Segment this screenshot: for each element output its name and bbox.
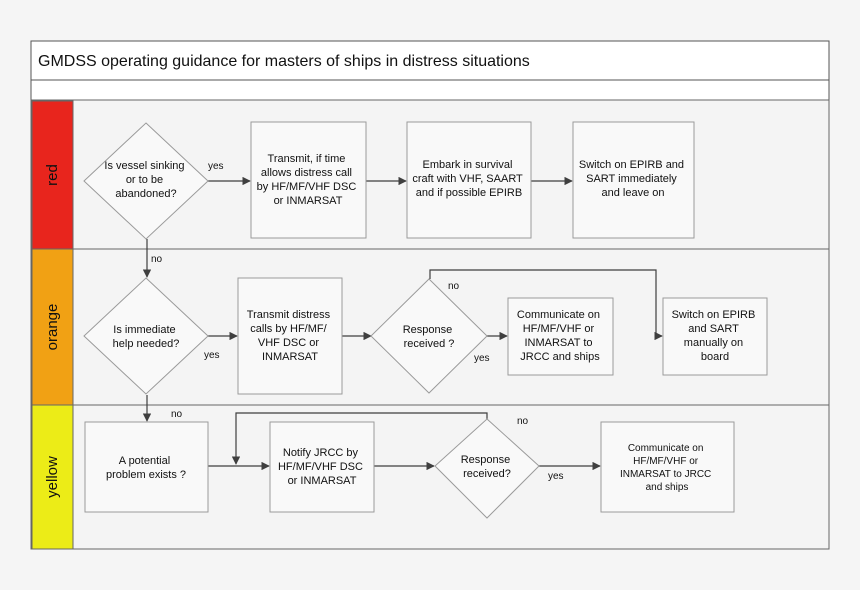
- box-communicate-jrcc-orange-line4: JRCC and ships: [520, 351, 600, 363]
- label-response-orange-yes: yes: [474, 353, 490, 364]
- svg-text:Communicate on HF/MF/VHF: Communicate on HF/MF/VHF or INMARSAT to …: [517, 309, 603, 363]
- box-transmit-distress-calls-line3: VHF DSC or: [258, 337, 319, 349]
- decision-response-received-yellow-line1: Response: [461, 454, 511, 466]
- box-switch-on-epirb-leave-line2: SART immediately: [586, 173, 677, 185]
- decision-vessel-sinking-line2: or to be: [126, 174, 163, 186]
- lane-yellow-label: yellow: [44, 456, 61, 498]
- box-transmit-distress-calls: Transmit distress calls by HF/MF/ VHF DS…: [237, 277, 343, 395]
- box-communicate-jrcc-orange: Communicate on HF/MF/VHF or INMARSAT to …: [507, 297, 614, 376]
- box-embark-survival-craft-line3: and if possible EPIRB: [416, 187, 522, 199]
- decision-response-received-yellow: Response received?: [434, 418, 540, 519]
- box-communicate-jrcc-yellow-line1: Communicate on: [628, 443, 704, 454]
- box-communicate-jrcc-yellow-line2: HF/MF/VHF or: [633, 456, 699, 467]
- box-communicate-jrcc-yellow-line4: and ships: [646, 482, 689, 493]
- box-switch-on-epirb-manual-line4: board: [701, 351, 729, 363]
- box-transmit-distress-call: Transmit, if time allows distress call b…: [250, 121, 367, 239]
- box-notify-jrcc: Notify JRCC by HF/MF/VHF DSC or INMARSAT: [269, 421, 375, 513]
- box-embark-survival-craft-line1: Embark in survival: [423, 159, 513, 171]
- decision-response-received-orange-line1: Response: [403, 324, 453, 336]
- svg-text:Switch on EPIRB and SART: Switch on EPIRB and SART manually on boa…: [672, 309, 759, 363]
- decision-immediate-help-line2: help needed?: [113, 338, 180, 350]
- box-embark-survival-craft: Embark in survival craft with VHF, SAART…: [406, 121, 532, 239]
- lane-orange-label: orange: [44, 304, 61, 351]
- box-switch-on-epirb-leave: Switch on EPIRB and SART immediately and…: [572, 121, 695, 239]
- label-response-yellow-no: no: [517, 416, 529, 427]
- box-switch-on-epirb-leave-line3: and leave on: [602, 187, 665, 199]
- svg-text:Response received?: Response received?: [461, 454, 514, 480]
- decision-response-received-yellow-line2: received?: [463, 468, 511, 480]
- box-notify-jrcc-line1: Notify JRCC by: [283, 447, 359, 459]
- lane-yellow-header: [31, 404, 74, 550]
- decision-vessel-sinking-line1: Is vessel sinking: [104, 160, 184, 172]
- box-communicate-jrcc-yellow: Communicate on HF/MF/VHF or INMARSAT to …: [600, 421, 735, 513]
- box-notify-jrcc-line2: HF/MF/VHF DSC: [278, 461, 363, 473]
- decision-response-received-orange-line2: received ?: [404, 338, 455, 350]
- svg-text:A potential problem exis: A potential problem exists ?: [106, 455, 186, 481]
- title-bar: [30, 40, 830, 81]
- box-notify-jrcc-line3: or INMARSAT: [288, 475, 357, 487]
- svg-text:Embark in survival craft: Embark in survival craft with VHF, SAART…: [412, 159, 525, 199]
- lane-red-label: red: [44, 164, 61, 186]
- diagram-title: GMDSS operating guidance for masters of …: [38, 53, 530, 70]
- box-switch-on-epirb-manual: Switch on EPIRB and SART manually on boa…: [662, 297, 768, 376]
- box-potential-problem-line1: A potential: [119, 455, 170, 467]
- box-switch-on-epirb-manual-line1: Switch on EPIRB: [672, 309, 756, 321]
- box-communicate-jrcc-yellow-line3: INMARSAT to JRCC: [620, 469, 711, 480]
- box-transmit-distress-call-line1: Transmit, if time: [268, 153, 346, 165]
- box-embark-survival-craft-line2: craft with VHF, SAART: [412, 173, 523, 185]
- label-response-yellow-yes: yes: [548, 471, 564, 482]
- svg-text:Communicate on HF/MF/VHF: Communicate on HF/MF/VHF or INMARSAT to …: [620, 443, 714, 493]
- header-spacer: [30, 79, 830, 101]
- label-response-orange-no: no: [448, 281, 460, 292]
- decision-response-received-orange: Response received ?: [370, 278, 488, 394]
- box-switch-on-epirb-manual-line3: manually on: [684, 337, 743, 349]
- box-communicate-jrcc-orange-line2: HF/MF/VHF or: [523, 323, 595, 335]
- box-transmit-distress-calls-line4: INMARSAT: [262, 351, 318, 363]
- decision-immediate-help-line1: Is immediate: [113, 324, 175, 336]
- box-transmit-distress-call-line4: or INMARSAT: [274, 195, 343, 207]
- svg-text:Is immediate help needed: Is immediate help needed?: [113, 324, 180, 350]
- box-communicate-jrcc-orange-line1: Communicate on: [517, 309, 600, 321]
- svg-text:Switch on EPIRB and SART: Switch on EPIRB and SART immediately and…: [579, 159, 687, 199]
- svg-text:Transmit distress calls: Transmit distress calls by HF/MF/ VHF DS…: [247, 309, 333, 363]
- box-transmit-distress-call-line2: allows distress call: [261, 167, 352, 179]
- box-switch-on-epirb-manual-line2: and SART: [688, 323, 739, 335]
- svg-text:Is vessel sinking or to: Is vessel sinking or to be abandoned?: [104, 160, 187, 200]
- svg-text:Response received ?: Response received ?: [403, 324, 456, 350]
- decision-vessel-sinking-line3: abandoned?: [115, 188, 176, 200]
- label-help-no: no: [171, 409, 183, 420]
- decision-immediate-help: Is immediate help needed?: [83, 277, 209, 395]
- box-potential-problem: A potential problem exists ?: [84, 421, 209, 513]
- box-transmit-distress-call-line3: by HF/MF/VHF DSC: [257, 181, 357, 193]
- box-transmit-distress-calls-line2: calls by HF/MF/: [250, 323, 327, 335]
- lane-red-header: [31, 100, 74, 250]
- svg-text:Notify JRCC by HF/MF/VHF: Notify JRCC by HF/MF/VHF DSC or INMARSAT: [278, 447, 366, 487]
- box-communicate-jrcc-orange-line3: INMARSAT to: [524, 337, 592, 349]
- edge-response-no-loop: [231, 412, 488, 465]
- svg-text:Transmit, if time allows: Transmit, if time allows distress call b…: [257, 153, 360, 207]
- box-potential-problem-line2: problem exists ?: [106, 469, 186, 481]
- box-transmit-distress-calls-line1: Transmit distress: [247, 309, 331, 321]
- label-help-yes: yes: [204, 350, 220, 361]
- edge-response-no-to-switch: [429, 269, 663, 341]
- label-sinking-yes: yes: [208, 161, 224, 172]
- label-sinking-no: no: [151, 254, 163, 265]
- box-switch-on-epirb-leave-line1: Switch on EPIRB and: [579, 159, 684, 171]
- decision-vessel-sinking: Is vessel sinking or to be abandoned?: [83, 122, 209, 240]
